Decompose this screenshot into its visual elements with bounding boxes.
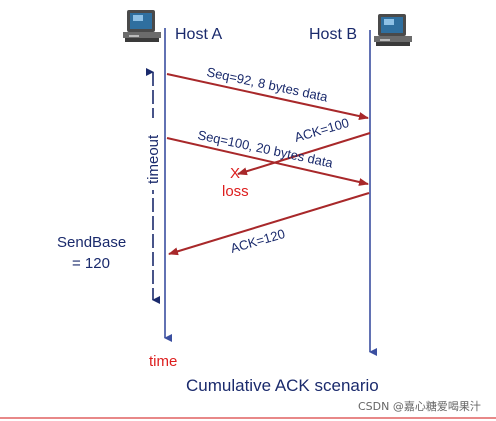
host-a-computer-icon xyxy=(123,10,161,42)
segment-seq92-label: Seq=92, 8 bytes data xyxy=(205,64,329,104)
loss-label: loss xyxy=(222,183,249,200)
host-a-label: Host A xyxy=(175,26,222,43)
diagram-caption: Cumulative ACK scenario xyxy=(186,376,379,395)
host-b-label: Host B xyxy=(309,26,357,43)
ack100-arrow xyxy=(237,132,371,176)
timeout-label: timeout xyxy=(145,134,162,184)
ack120-label: ACK=120 xyxy=(229,226,287,256)
loss-x-mark: X xyxy=(230,165,240,182)
sendbase-label-line1: SendBase xyxy=(57,234,126,251)
ack100-label: ACK=100 xyxy=(293,115,351,145)
host-b-computer-icon xyxy=(374,14,412,46)
segment-seq100-arrow xyxy=(166,137,369,186)
ack120-arrow xyxy=(168,192,370,256)
time-label: time xyxy=(149,353,177,370)
sendbase-label-line2: = 120 xyxy=(72,255,110,272)
segment-seq92-arrow xyxy=(166,73,369,120)
csdn-watermark: CSDN @嘉心糖爱喝果汁 xyxy=(358,399,481,413)
timeout-label-backdrop xyxy=(145,118,161,190)
